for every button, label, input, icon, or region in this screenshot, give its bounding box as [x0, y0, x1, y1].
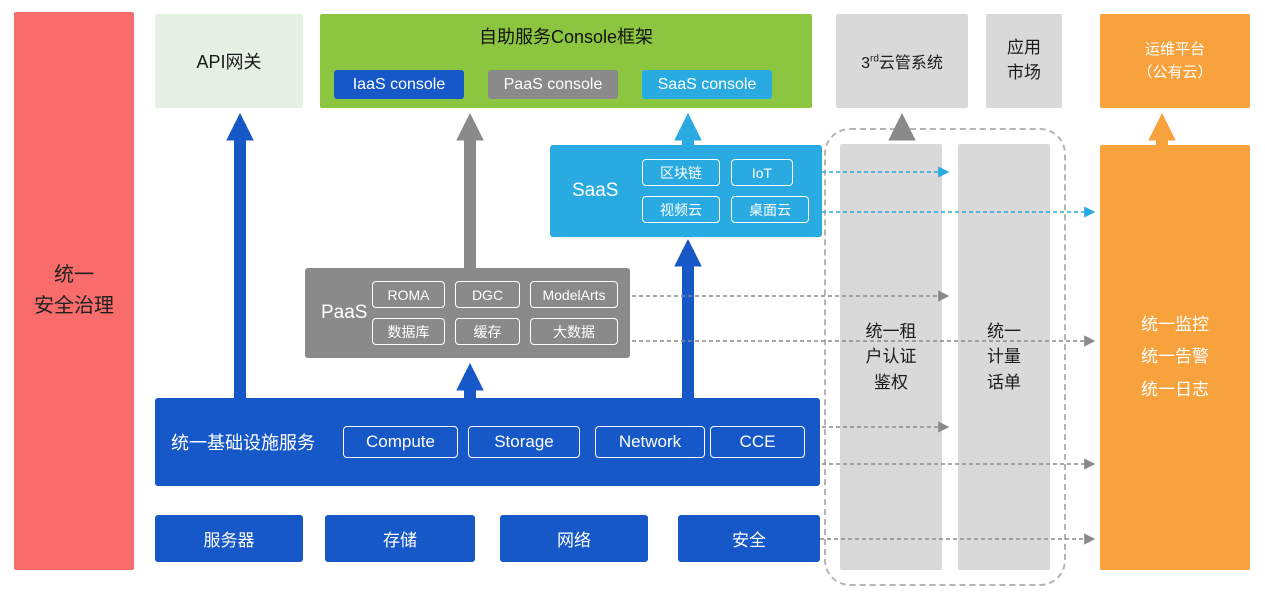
infra-layer-label: 统一基础设施服务 — [171, 433, 315, 453]
security-governance-label: 统一 安全治理 — [34, 264, 114, 317]
infra-item-cce: CCE — [710, 426, 805, 458]
ops-platform-label: 运维平台 （公有云） — [1137, 40, 1213, 81]
third-cloud-mgmt-label: 3rd云管系统 — [861, 49, 943, 73]
monitoring-label: 统一监控 统一告警 统一日志 — [1141, 315, 1209, 399]
iaas-console-chip: IaaS console — [334, 70, 464, 99]
hardware-box-network-label: 网络 — [557, 531, 591, 550]
saas-item-blockchain: 区块链 — [642, 159, 720, 186]
console-frame: 自助服务Console框架 IaaS console PaaS console … — [320, 14, 812, 108]
saas-item-video-cloud: 视频云 — [642, 196, 720, 223]
saas-item-desktop-cloud: 桌面云 — [731, 196, 809, 223]
hardware-box-security: 安全 — [678, 515, 820, 562]
infra-item-storage: Storage — [468, 426, 580, 458]
paas-layer-box: PaaS ROMA DGC ModelArts 数据库 缓存 大数据 — [305, 268, 630, 358]
infra-layer-bar: 统一基础设施服务 Compute Storage Network CCE — [155, 398, 820, 486]
paas-item-bigdata: 大数据 — [530, 318, 618, 345]
hardware-box-server-label: 服务器 — [203, 531, 255, 550]
paas-item-cache: 缓存 — [455, 318, 520, 345]
paas-item-roma: ROMA — [372, 281, 445, 308]
saas-layer-box: SaaS 区块链 IoT 视频云 桌面云 — [550, 145, 822, 237]
infra-item-network: Network — [595, 426, 705, 458]
third-cloud-mgmt-box: 3rd云管系统 — [836, 14, 968, 108]
hardware-box-storage: 存储 — [325, 515, 475, 562]
dashed-governance-container — [824, 128, 1066, 586]
app-market-box: 应用 市场 — [986, 14, 1062, 108]
tenant-auth-bar: 统一租 户认证 鉴权 — [840, 144, 942, 570]
hardware-box-network: 网络 — [500, 515, 648, 562]
metering-label: 统一 计量 话单 — [987, 321, 1021, 392]
paas-console-chip: PaaS console — [488, 70, 618, 99]
console-frame-title: 自助服务Console框架 — [478, 27, 654, 47]
hardware-box-storage-label: 存储 — [383, 531, 417, 550]
security-governance-bar: 统一 安全治理 — [14, 12, 134, 570]
paas-item-dgc: DGC — [455, 281, 520, 308]
tenant-auth-label: 统一租 户认证 鉴权 — [865, 321, 917, 392]
app-market-label: 应用 市场 — [1007, 38, 1041, 82]
monitoring-bar: 统一监控 统一告警 统一日志 — [1100, 145, 1250, 570]
third-cloud-mgmt-prefix: 3 — [861, 55, 870, 72]
paas-item-database: 数据库 — [372, 318, 445, 345]
saas-layer-label: SaaS — [572, 180, 619, 201]
ops-platform-box: 运维平台 （公有云） — [1100, 14, 1250, 108]
hardware-box-security-label: 安全 — [732, 531, 766, 550]
infra-item-compute: Compute — [343, 426, 458, 458]
hardware-box-server: 服务器 — [155, 515, 303, 562]
saas-item-iot: IoT — [731, 159, 793, 186]
paas-item-modelarts: ModelArts — [530, 281, 618, 308]
paas-layer-label: PaaS — [321, 302, 368, 323]
third-cloud-mgmt-superscript: rd — [869, 53, 879, 65]
saas-console-chip: SaaS console — [642, 70, 772, 99]
third-cloud-mgmt-suffix: 云管系统 — [878, 55, 943, 72]
api-gateway-label: API网关 — [196, 52, 262, 72]
api-gateway-box: API网关 — [155, 14, 303, 108]
metering-bar: 统一 计量 话单 — [958, 144, 1050, 570]
